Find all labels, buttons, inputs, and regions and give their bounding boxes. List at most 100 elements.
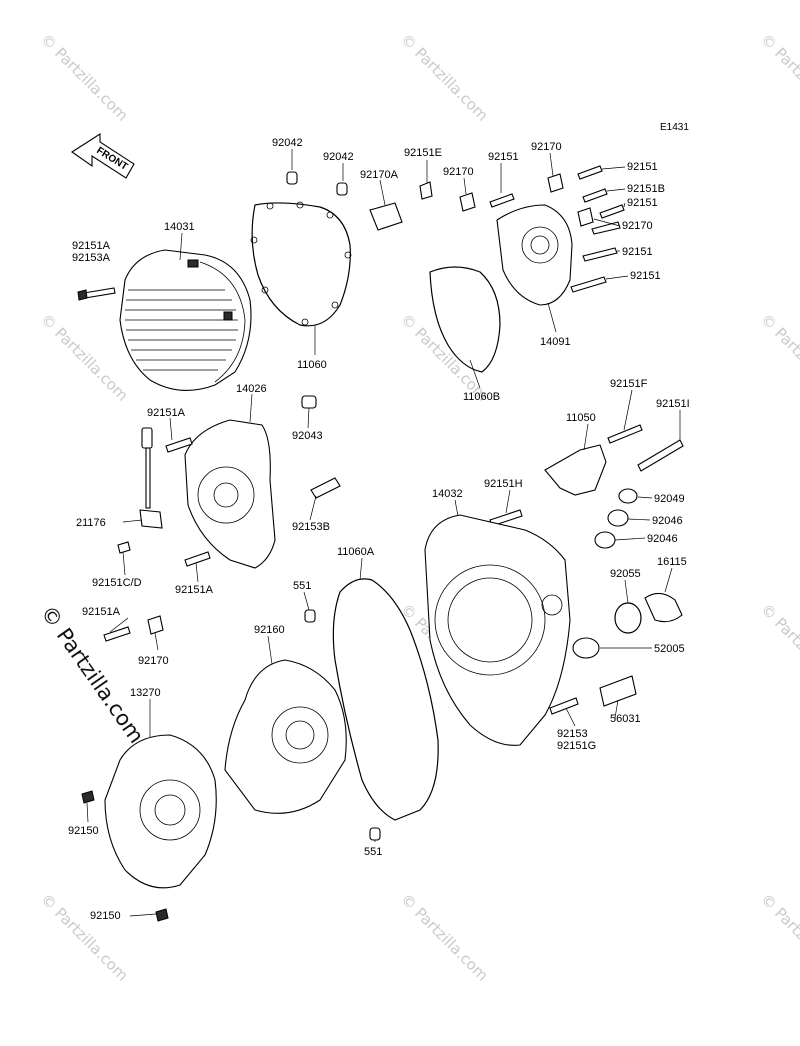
- part-label: 92151A: [147, 407, 186, 419]
- part-label: 92151A: [175, 584, 214, 596]
- part-label: 11050: [566, 412, 596, 424]
- part-label: 92160: [254, 624, 285, 636]
- bracket-11050: [544, 444, 607, 496]
- part-label: 92153A: [72, 252, 111, 264]
- guide-13270: [104, 734, 217, 889]
- part-labels: 92042 92042 92151E 92151 92170 92170A 92…: [68, 137, 690, 922]
- part-label: 551: [364, 846, 382, 858]
- part-label: 92049: [654, 493, 685, 505]
- watermark: © Partzilla.com: [397, 890, 492, 985]
- part-label: 11060: [297, 359, 327, 371]
- part-label: 56031: [610, 713, 641, 725]
- bolt-icon: [184, 551, 211, 567]
- clamp-92170: [547, 173, 564, 193]
- part-label: 92170: [622, 220, 653, 232]
- part-label: 16115: [657, 556, 687, 568]
- bolt-icon: [489, 165, 625, 293]
- plate-92160: [224, 659, 347, 814]
- clutch-cover-14032: [424, 514, 571, 746]
- bolt-icon: [103, 626, 131, 642]
- label-plate-56031: [599, 675, 637, 707]
- part-label: 92043: [292, 430, 323, 442]
- part-label: 92151I: [656, 398, 690, 410]
- bearing-92046: [607, 509, 629, 527]
- diagram-code: E1431: [660, 122, 689, 133]
- clamp-92170: [147, 615, 164, 635]
- part-label: 92151A: [72, 240, 111, 252]
- part-label: 92151E: [404, 147, 442, 159]
- bolt-icon: [549, 697, 579, 715]
- bolt-icon: [117, 541, 131, 554]
- bushing-92049: [618, 488, 638, 504]
- o-ring-92055: [614, 602, 642, 634]
- sensor-21176: [139, 427, 163, 529]
- part-label: 92046: [652, 515, 683, 527]
- oil-seal-52005: [572, 637, 600, 659]
- part-label: 92150: [90, 910, 121, 922]
- bolt-icon: [77, 287, 116, 301]
- part-label: 92150: [68, 825, 99, 837]
- bearing-92046: [594, 531, 616, 549]
- dowel-pin-92042: [286, 171, 298, 185]
- part-label: 14026: [236, 383, 267, 395]
- part-label: 92055: [610, 568, 641, 580]
- part-label: 92151C/D: [92, 577, 142, 589]
- dowel-pin-92042: [336, 182, 348, 196]
- part-label: 92042: [323, 151, 354, 163]
- part-label: 92151F: [610, 378, 648, 390]
- part-label: 92151B: [627, 183, 665, 195]
- watermark: © Partzilla.com: [397, 30, 492, 125]
- bolt-icon: [607, 424, 643, 444]
- gasket-11060: [251, 202, 351, 327]
- part-label: 92153: [557, 728, 588, 740]
- part-label: 92151: [488, 151, 519, 163]
- part-label: 14032: [432, 488, 463, 500]
- bolt-icon: [637, 439, 684, 472]
- bolt-icon: [81, 790, 95, 804]
- part-label: 92170A: [360, 169, 399, 181]
- dowel-pin-551: [369, 827, 381, 841]
- part-label: 11060B: [463, 391, 500, 403]
- clamp-92170A: [369, 202, 403, 231]
- part-label: 92151A: [82, 606, 121, 618]
- front-arrow-icon: FRONT: [71, 132, 135, 179]
- part-label: 92042: [272, 137, 303, 149]
- part-label: 92151: [622, 246, 653, 258]
- gasket-11060A: [332, 578, 439, 821]
- cover-14026: [184, 419, 276, 569]
- bolt-icon: [165, 437, 193, 453]
- dowel-pin-92043: [301, 395, 317, 409]
- pulsing-coil-cover-14091: [496, 204, 573, 306]
- bolt-icon: [310, 477, 341, 499]
- part-label: 14031: [164, 221, 195, 233]
- part-label: 92170: [138, 655, 169, 667]
- part-label: 92151: [627, 197, 658, 209]
- bolt-icon: [419, 181, 433, 200]
- watermark: © Partzilla.com: [757, 310, 800, 405]
- watermark: © Partzilla.com: [757, 890, 800, 985]
- cap-16115: [644, 592, 683, 623]
- part-label: 11060A: [337, 546, 375, 558]
- part-label: 92151G: [557, 740, 596, 752]
- dowel-pin-551: [304, 609, 316, 623]
- generator-cover-14031: [119, 249, 252, 391]
- bolt-icon: [155, 908, 169, 922]
- watermark: © Partzilla.com: [37, 310, 132, 405]
- watermark: © Partzilla.com: [37, 890, 132, 985]
- part-label: 92151: [627, 161, 658, 173]
- leader-lines: [86, 149, 681, 917]
- gasket-holes-11060: [250, 201, 352, 326]
- watermark-large: © Partzilla.com: [36, 601, 149, 748]
- part-label: 13270: [130, 687, 161, 699]
- part-label: 92153B: [292, 521, 330, 533]
- part-label: 92170: [531, 141, 562, 153]
- watermark: © Partzilla.com: [37, 30, 132, 125]
- clamp-92170: [459, 192, 476, 212]
- part-label: 92170: [443, 166, 474, 178]
- part-label: 52005: [654, 643, 685, 655]
- part-label: 92046: [647, 533, 678, 545]
- watermark: © Partzilla.com: [757, 30, 800, 125]
- part-label: 14091: [540, 336, 571, 348]
